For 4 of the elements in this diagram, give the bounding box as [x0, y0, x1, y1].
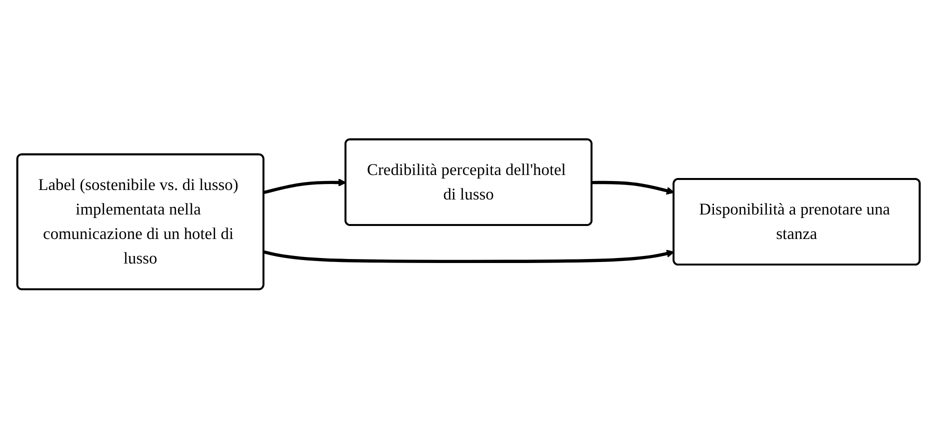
arrow — [263, 178, 346, 194]
flowchart-diagram: Label (sostenibile vs. di lusso) implementata nella comunicazione di un hotel di lusso Credibilità percepita dell'hotel di lusso Disponibilità a prenotare una stanza — [10, 132, 927, 297]
arrow — [592, 181, 674, 195]
arrow — [264, 250, 674, 264]
